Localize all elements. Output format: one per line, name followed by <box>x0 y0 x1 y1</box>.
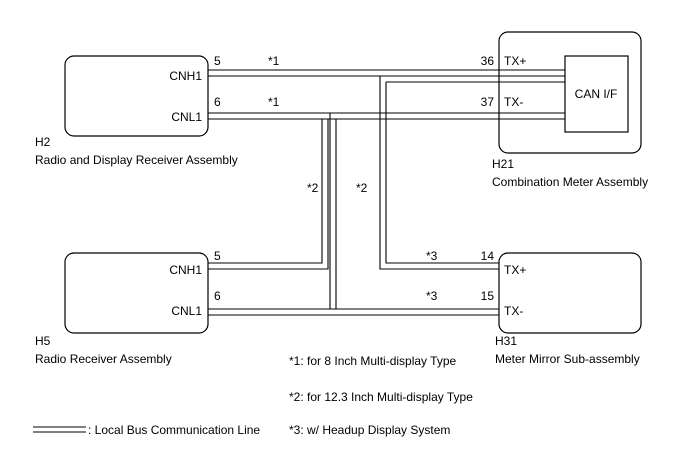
wire-mark-vert-right: *2 <box>356 181 368 195</box>
h5-code: H5 <box>35 334 51 348</box>
h2-pin-lo-label: CNL1 <box>171 110 202 124</box>
wire-mark-vert-left: *2 <box>307 181 319 195</box>
h21-name: Combination Meter Assembly <box>492 175 648 189</box>
wire-mark-top-high: *1 <box>268 54 280 68</box>
note-1: *1: for 8 Inch Multi-display Type <box>289 354 457 368</box>
h2-pin-hi-label: CNH1 <box>169 69 202 83</box>
h31-pin-lo-number: 15 <box>481 289 495 303</box>
h31-pin-hi-number: 14 <box>481 249 495 263</box>
can-if-box <box>564 55 629 133</box>
note-3: *3: w/ Headup Display System <box>289 423 450 437</box>
h5-pin-hi-number: 5 <box>214 249 221 263</box>
h31-pin-hi-label: TX+ <box>504 263 526 277</box>
h2-pin-lo-number: 6 <box>214 95 221 109</box>
note-2: *2: for 12.3 Inch Multi-display Type <box>289 390 473 404</box>
h31-code: H31 <box>495 334 517 348</box>
h21-pin-hi-label: TX+ <box>504 54 526 68</box>
wire-mark-top-low: *1 <box>268 95 280 109</box>
h5-pin-hi-label: CNH1 <box>169 263 202 277</box>
wire-h2-h21-high <box>208 69 565 77</box>
wire-h21-h31-high <box>379 76 565 270</box>
h31-box <box>498 252 642 334</box>
h5-box <box>64 252 209 334</box>
legend-label: : Local Bus Communication Line <box>88 423 260 437</box>
wire-mark-bottom-low: *3 <box>426 289 438 303</box>
h5-pin-lo-number: 6 <box>214 289 221 303</box>
h2-box <box>64 55 209 137</box>
wire-h5-high-branch <box>208 119 329 270</box>
h21-pin-hi-number: 36 <box>481 54 495 68</box>
h31-pin-lo-label: TX- <box>504 304 523 318</box>
can-if-label: CAN I/F <box>575 87 618 101</box>
h5-pin-lo-label: CNL1 <box>171 304 202 318</box>
h21-pin-lo-label: TX- <box>504 95 523 109</box>
legend-line-symbol <box>33 426 86 433</box>
h21-code: H21 <box>492 157 514 171</box>
h2-pin-hi-number: 5 <box>214 54 221 68</box>
wire-mark-bottom-high: *3 <box>426 249 438 263</box>
wire-h5-low-branch <box>208 112 499 316</box>
h21-pin-lo-number: 37 <box>481 95 495 109</box>
h2-code: H2 <box>35 135 51 149</box>
h2-name: Radio and Display Receiver Assembly <box>35 153 238 167</box>
h31-name: Meter Mirror Sub-assembly <box>495 352 640 366</box>
h5-name: Radio Receiver Assembly <box>35 352 172 366</box>
